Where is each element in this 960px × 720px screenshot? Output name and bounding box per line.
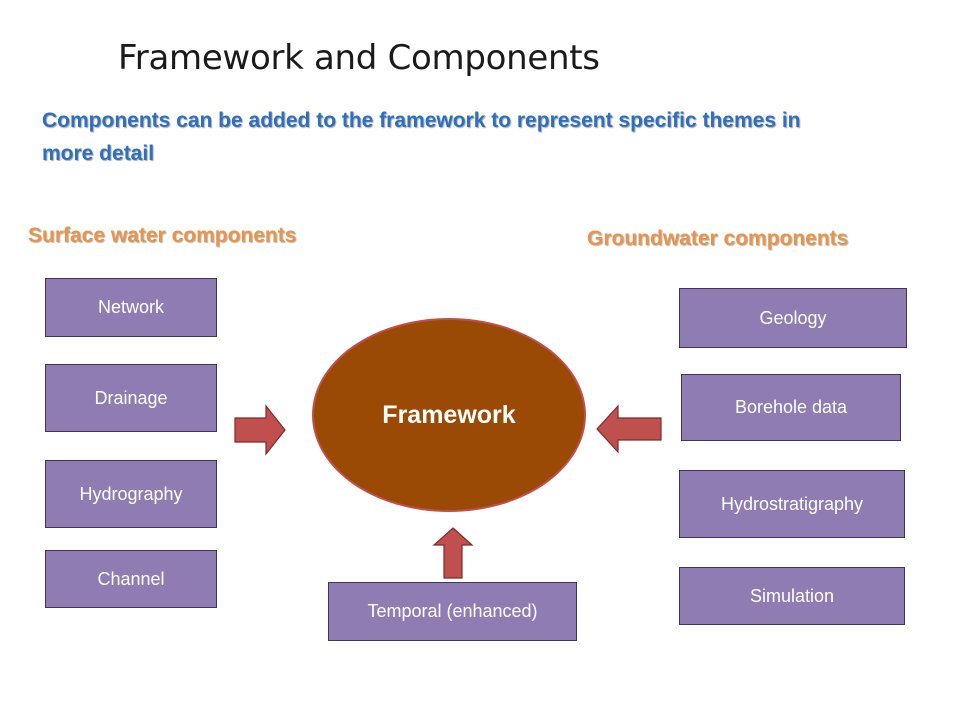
left-arrow-icon	[596, 404, 662, 454]
component-temporal-enhanced: Temporal (enhanced)	[328, 582, 577, 641]
framework-oval: Framework	[312, 318, 586, 512]
component-channel: Channel	[45, 550, 217, 608]
component-network: Network	[45, 278, 217, 337]
component-borehole-data: Borehole data	[681, 374, 901, 441]
right-arrow-icon	[234, 404, 286, 456]
slide-subtitle: Components can be added to the framework…	[42, 109, 801, 165]
framework-label: Framework	[382, 400, 516, 429]
surface-water-heading: Surface water components	[28, 224, 297, 247]
component-hydrography: Hydrography	[45, 460, 217, 528]
groundwater-heading: Groundwater components	[587, 227, 849, 250]
component-hydrostratigraphy: Hydrostratigraphy	[679, 470, 905, 538]
slide-title: Framework and Components	[118, 38, 600, 78]
component-simulation: Simulation	[679, 567, 905, 625]
up-arrow-icon	[432, 527, 474, 579]
component-geology: Geology	[679, 288, 907, 348]
component-drainage: Drainage	[45, 364, 217, 432]
